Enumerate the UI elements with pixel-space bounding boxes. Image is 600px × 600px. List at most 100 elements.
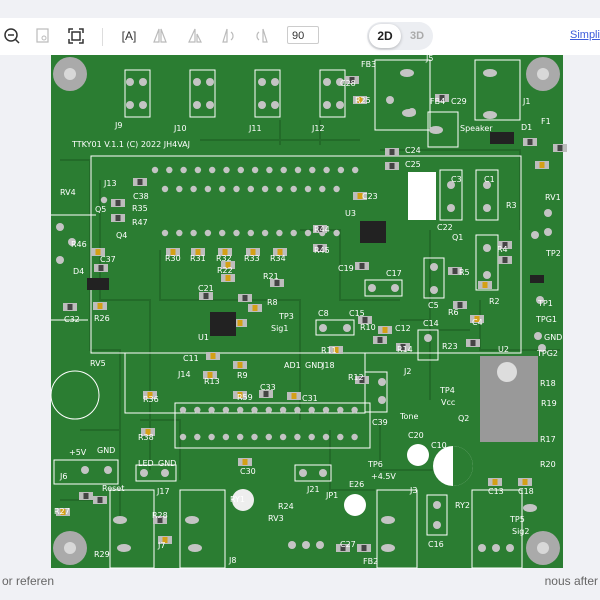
silk-label: C10 <box>431 441 447 450</box>
flip-vertical-icon[interactable] <box>185 26 205 46</box>
silk-label: C13 <box>488 487 504 496</box>
rotation-angle-input[interactable]: 90 <box>287 26 319 44</box>
silk-label: R27 <box>54 507 70 516</box>
silk-label: C11 <box>183 354 199 363</box>
header-pin <box>237 433 244 441</box>
header-pin <box>323 166 330 174</box>
header-pin <box>261 185 269 193</box>
silk-label: C24 <box>405 146 421 155</box>
cap-e26 <box>344 494 366 516</box>
through-hole-pad <box>126 101 134 109</box>
silk-label: R28 <box>152 511 168 520</box>
silk-label: R18 <box>540 379 556 388</box>
silk-label: +5V <box>69 448 87 457</box>
silk-label: C17 <box>386 269 402 278</box>
toolbar: [A] 90 2D 3D Simpli <box>0 18 600 55</box>
silk-label: TP4 <box>439 386 455 395</box>
silk-label: C27 <box>340 540 356 549</box>
header-pin <box>352 166 359 174</box>
header-pin <box>290 229 297 237</box>
header-pin <box>194 406 201 414</box>
silk-label: R6 <box>448 308 459 317</box>
header-pin <box>237 406 244 414</box>
silk-label: Q4 <box>116 231 127 240</box>
silk-label: J6 <box>59 472 67 481</box>
through-hole-pad <box>299 469 307 477</box>
silk-label: J14 <box>177 370 191 379</box>
through-hole-pad <box>391 284 399 292</box>
silk-label: C14 <box>423 319 439 328</box>
silk-label: R26 <box>94 314 110 323</box>
through-hole-pad <box>323 78 331 86</box>
header-pin <box>247 185 254 193</box>
header-pin <box>279 406 287 414</box>
through-hole-pad <box>319 324 327 332</box>
silk-label: C29 <box>451 97 467 106</box>
silk-label: AD1 <box>284 361 301 370</box>
header-pin <box>265 406 272 414</box>
silk-label: C22 <box>437 223 453 232</box>
silk-label: C25 <box>405 160 421 169</box>
header-pin <box>190 185 197 193</box>
through-hole-pad <box>336 78 344 86</box>
silk-label: R25 <box>355 96 371 105</box>
silk-label: RV4 <box>60 188 76 197</box>
view-toggle[interactable]: 2D 3D <box>367 22 433 50</box>
header-pin <box>280 166 287 174</box>
silk-label: R22 <box>217 266 233 275</box>
header-pin <box>204 185 212 193</box>
flip-horizontal-icon[interactable] <box>150 26 170 46</box>
zoom-out-icon[interactable] <box>2 26 22 46</box>
view-3d-button[interactable]: 3D <box>409 30 425 42</box>
through-hole-pad <box>139 78 147 86</box>
silk-label: J12 <box>311 124 325 133</box>
header-pin <box>290 185 297 193</box>
silk-label: J21 <box>306 485 320 494</box>
silk-label: J7 <box>157 541 165 550</box>
silk-label: R19 <box>541 399 557 408</box>
header-pin <box>308 433 315 441</box>
through-hole-pad <box>193 78 201 86</box>
through-hole-pad <box>536 296 544 304</box>
simplified-link[interactable]: Simpli <box>570 29 600 41</box>
connector-pad <box>429 126 443 134</box>
silk-label: J2 <box>403 367 411 376</box>
through-hole-pad <box>544 228 552 236</box>
header-pin <box>304 229 312 237</box>
silk-label: C1 <box>484 175 495 184</box>
view-2d-button[interactable]: 2D <box>369 24 401 48</box>
through-hole-pad <box>483 204 491 212</box>
silk-label: Speaker <box>460 124 493 133</box>
silk-label: C3 <box>451 175 462 184</box>
silk-label: RY2 <box>455 501 470 510</box>
silk-label: R45 <box>314 246 330 255</box>
header-pin <box>294 406 301 414</box>
through-hole-pad <box>368 284 376 292</box>
silk-label: R17 <box>540 435 556 444</box>
fit-screen-icon[interactable] <box>66 26 86 46</box>
header-pin <box>176 229 183 237</box>
silk-label: R59 <box>237 393 253 402</box>
header-pin <box>219 185 226 193</box>
header-pin <box>279 433 287 441</box>
silk-label: C30 <box>240 467 256 476</box>
rotate-left-icon[interactable] <box>218 26 238 46</box>
silk-label: J3 <box>409 486 417 495</box>
through-hole-pad <box>161 469 169 477</box>
connector-pad <box>113 516 127 524</box>
header-pin <box>251 433 258 441</box>
header-pin <box>322 433 330 441</box>
silk-label: C18 <box>518 487 534 496</box>
board-title: TTKY01 V.1.1 (C) 2022 JH4VAJ <box>71 140 190 149</box>
silk-label: FB3 <box>361 60 376 69</box>
header-pin <box>276 229 283 237</box>
silk-label: J9 <box>114 121 122 130</box>
silk-label: Q2 <box>458 414 469 423</box>
header-pin <box>251 166 259 174</box>
text-icon[interactable]: [A] <box>121 29 137 43</box>
silk-label: J18 <box>321 361 335 370</box>
rotate-right-icon[interactable] <box>252 26 272 46</box>
zoom-fit-icon[interactable] <box>33 26 53 46</box>
